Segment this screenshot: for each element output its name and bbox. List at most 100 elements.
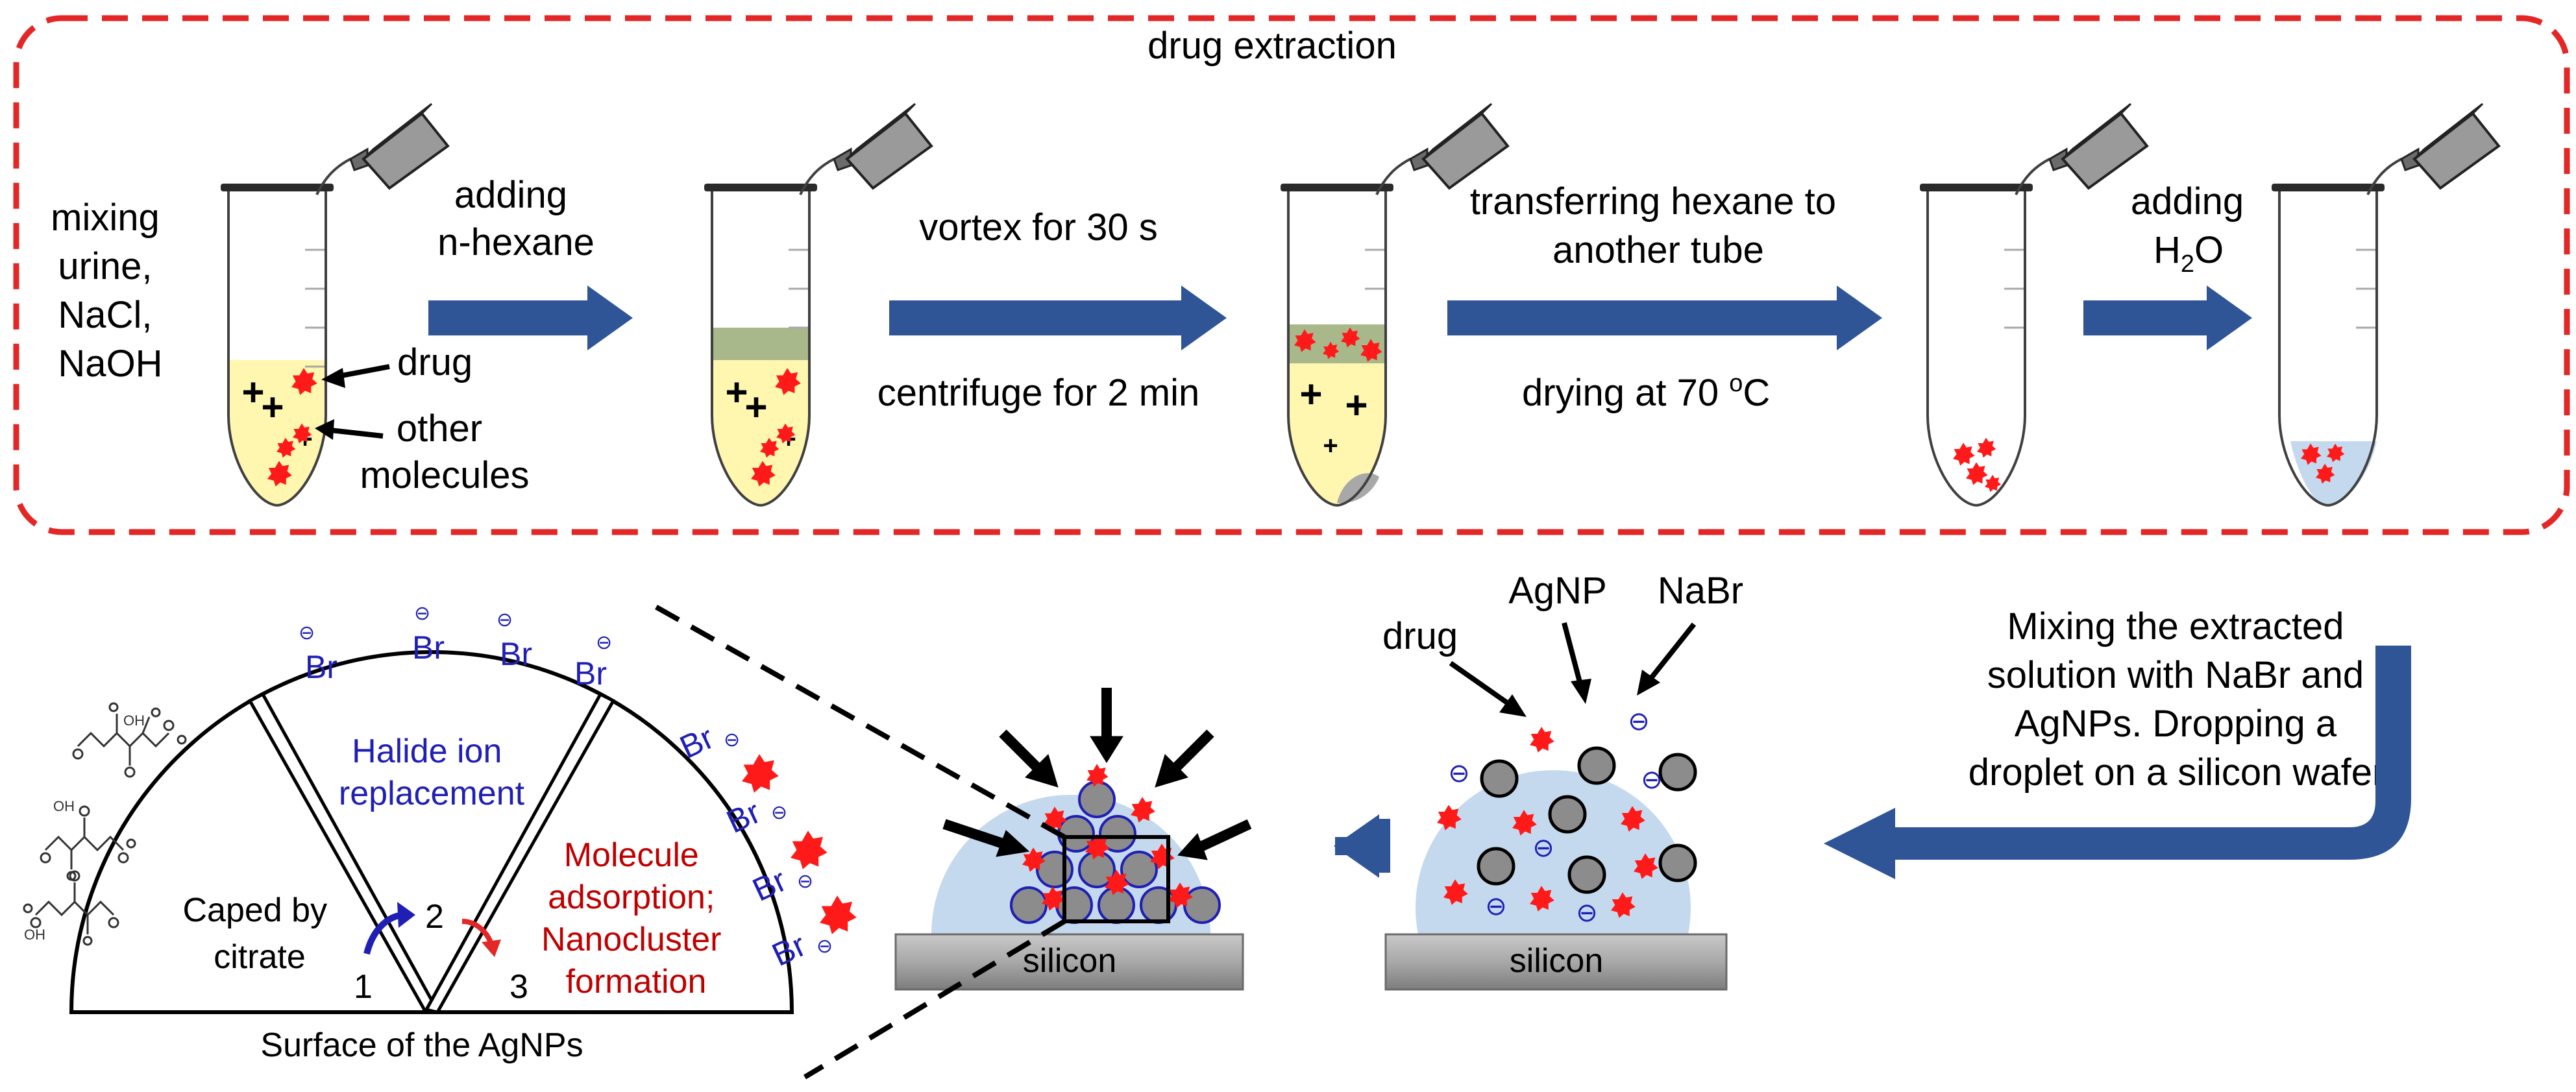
- step3-top-label: transferring hexane to another tube: [1470, 180, 1846, 271]
- citrate-molecules: OH OH OH: [23, 702, 187, 946]
- drug-star: [776, 423, 796, 444]
- step4-water-label: H2O: [2153, 229, 2224, 278]
- drug-star: [1611, 892, 1636, 918]
- citrate-molecule: OH: [23, 870, 119, 946]
- tube-2-hexane-layer: [712, 328, 809, 360]
- drug-star: [1323, 341, 1340, 359]
- tube-5: [2272, 103, 2501, 507]
- plus-mark: +: [1299, 372, 1322, 416]
- agnp-particle: [1658, 843, 1697, 882]
- plus-mark: +: [725, 370, 748, 414]
- tube-3: + + +: [1281, 103, 1510, 507]
- bromide-ion: ⊖: [1532, 834, 1554, 862]
- tube-2-body: [711, 189, 811, 507]
- zoom-box: [1062, 835, 1170, 923]
- extraction-title: drug extraction: [1147, 25, 1397, 67]
- nabr-pointer: [1646, 622, 1697, 683]
- step1-arrow: [428, 285, 633, 350]
- citrate-molecule: OH: [72, 702, 187, 778]
- drug-star: [267, 461, 292, 487]
- droplet-section: Mixing the extracted solution with NaBr …: [654, 570, 2411, 1080]
- agnp-particles: [1477, 746, 1697, 894]
- step1-label: adding n-hexane: [437, 174, 595, 263]
- surface-half-disk: [69, 650, 794, 1014]
- step4-top-label: adding: [2131, 180, 2244, 223]
- drug-star: [2327, 443, 2345, 463]
- svg-text:OH: OH: [53, 798, 75, 814]
- agnp-particle: [1548, 795, 1587, 834]
- br-minus: ⊖: [299, 622, 315, 644]
- drug-star: [1966, 462, 1988, 485]
- bromide-ion: ⊖: [1641, 766, 1663, 794]
- drug-star: [1341, 327, 1360, 348]
- halide-replacement-label: Halide ion replacement: [339, 733, 525, 812]
- right-drug-stars: [1437, 727, 1658, 918]
- bromide-ion: ⊖: [1448, 759, 1470, 788]
- br-minus: ⊖: [596, 632, 612, 653]
- drug-star: [2301, 443, 2322, 465]
- cluster-particle: [1099, 815, 1136, 853]
- drug-star: [1168, 882, 1193, 908]
- svg-text:OH: OH: [24, 927, 45, 943]
- left-silicon-label: silicon: [1023, 942, 1117, 980]
- surface-section: Caped by citrate Halide ion replacement …: [23, 603, 857, 1064]
- drug-star: [1443, 879, 1468, 905]
- drug-star: [1953, 443, 1975, 466]
- drug-pointer: [1449, 661, 1511, 707]
- drug-label: drug: [397, 341, 472, 383]
- drug-star: [1294, 329, 1316, 352]
- svg-text:OH: OH: [123, 712, 145, 729]
- drug-star: [1621, 806, 1645, 832]
- start-mixing-label: mixing urine, NaCl, NaOH: [51, 197, 170, 385]
- bromide-ion: ⊖: [1576, 899, 1598, 927]
- cluster-particle: [1098, 886, 1135, 924]
- drug-star: [2316, 463, 2335, 484]
- plus-mark: +: [744, 385, 767, 429]
- tube-3-body: [1287, 189, 1387, 507]
- drug-star: [276, 437, 296, 458]
- drug-star: [1105, 869, 1129, 895]
- tube-1-liquid: [228, 360, 326, 505]
- drug-star: [1530, 727, 1554, 753]
- tube-3-pellet: [1337, 473, 1379, 504]
- step2-bottom-label: centrifuge for 2 min: [877, 372, 1199, 414]
- converging-arrows: [942, 688, 1252, 860]
- br-minus: ⊖: [724, 729, 740, 751]
- drug-star: [760, 437, 779, 458]
- step2-top-label: vortex for 30 s: [919, 206, 1157, 249]
- drug-star: [1530, 886, 1554, 912]
- step-number-2: 2: [425, 898, 444, 936]
- cluster-particle: [1055, 886, 1093, 924]
- bromide-ion: ⊖: [1485, 892, 1507, 921]
- drug-star: [1022, 847, 1046, 872]
- extraction-dashed-border: [13, 15, 2570, 535]
- tube-5-body: [2278, 189, 2378, 507]
- extraction-panel: drug extraction mixing urine, NaCl, NaOH…: [13, 15, 2570, 535]
- caped-by-citrate-label: Caped by citrate: [182, 892, 336, 976]
- tube-4-body: [1926, 189, 2026, 507]
- drug-star: [1437, 805, 1462, 831]
- drug-star: [1086, 764, 1109, 787]
- drug-star: [1085, 834, 1110, 860]
- drug-star: [1044, 807, 1067, 831]
- br-minus: ⊖: [414, 603, 430, 624]
- tube-2: + + +: [704, 103, 933, 507]
- adsorption-label: Molecule adsorption; Nanocluster formati…: [541, 836, 731, 1001]
- cluster-particle: [1140, 886, 1177, 924]
- drug-star: [1977, 437, 1996, 458]
- drug-star: [791, 831, 828, 869]
- drug-star: [293, 423, 312, 444]
- agnp-label: AgNP: [1508, 570, 1607, 612]
- cluster-particle: [1078, 781, 1116, 818]
- cluster-particle: [1120, 851, 1158, 888]
- agnp-particle: [1477, 847, 1515, 886]
- drug-star: [820, 895, 857, 934]
- tube-1: + + +: [221, 103, 450, 507]
- drug-star: [291, 368, 317, 395]
- agnp-particle: [1577, 746, 1616, 785]
- bromide-ions: ⊖ ⊖ ⊖ ⊖ ⊖ ⊖: [1448, 707, 1663, 927]
- left-silicon-wafer: [894, 933, 1244, 991]
- drug-star: [751, 461, 776, 487]
- right-droplet: [1416, 770, 1691, 934]
- step-number-1: 1: [354, 968, 373, 1006]
